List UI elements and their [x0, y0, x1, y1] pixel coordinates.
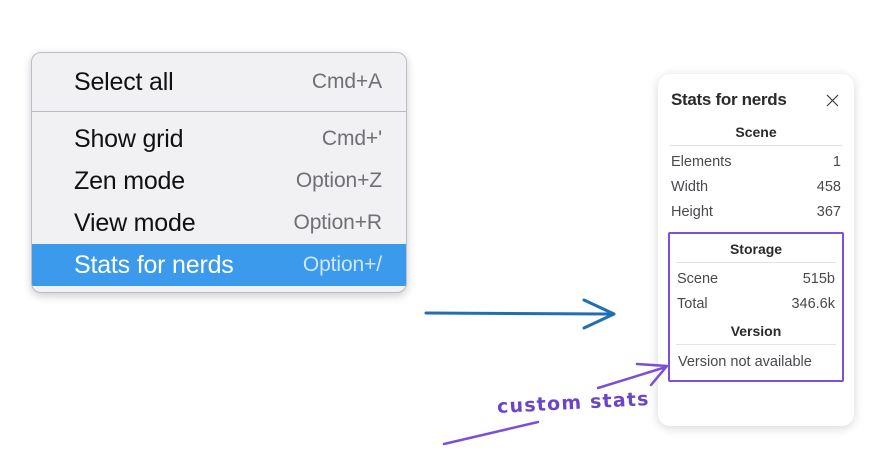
stats-panel-title: Stats for nerds — [671, 90, 787, 109]
storage-section: Storage Scene 515b Total 346.6k — [674, 235, 838, 317]
menu-item-show-grid[interactable]: Show grid Cmd+' — [32, 118, 406, 160]
menu-item-label: Stats for nerds — [74, 250, 234, 279]
menu-item-label: Select all — [74, 67, 174, 96]
blue-arrow — [424, 298, 616, 330]
scene-section: Scene Elements 1 Width 458 Height 367 — [668, 113, 844, 225]
stat-row-storage-total: Total 346.6k — [674, 292, 838, 317]
version-heading: Version — [730, 323, 782, 339]
storage-heading: Storage — [729, 241, 783, 257]
context-menu[interactable]: Select all Cmd+A Show grid Cmd+' Zen mod… — [31, 52, 407, 293]
annotation-label-custom-stats: custom stats — [496, 388, 651, 418]
close-icon[interactable] — [822, 90, 842, 110]
purple-underline-stroke — [442, 420, 540, 446]
menu-group-2: Show grid Cmd+' Zen mode Option+Z View m… — [32, 112, 406, 292]
menu-item-shortcut: Option+Z — [295, 169, 382, 192]
stat-value: 458 — [816, 179, 841, 195]
custom-stats-region: Storage Scene 515b Total 346.6k Version … — [668, 232, 844, 382]
version-note: Version not available — [678, 354, 812, 370]
stat-row-elements: Elements 1 — [668, 150, 844, 175]
stat-row-width: Width 458 — [668, 175, 844, 200]
menu-item-view-mode[interactable]: View mode Option+R — [32, 202, 406, 244]
stats-panel-header: Stats for nerds — [668, 84, 844, 113]
menu-divider — [32, 111, 406, 112]
menu-group-1: Select all Cmd+A — [32, 53, 406, 111]
divider — [676, 344, 836, 345]
menu-item-label: Show grid — [74, 124, 184, 153]
menu-item-stats-for-nerds[interactable]: Stats for nerds Option+/ — [32, 244, 406, 286]
menu-item-shortcut: Cmd+' — [321, 127, 382, 150]
menu-item-shortcut: Option+R — [293, 211, 382, 234]
version-section: Version Version not available — [674, 317, 838, 376]
stat-label: Elements — [671, 154, 732, 170]
menu-item-label: Zen mode — [74, 166, 185, 195]
stat-value: 1 — [832, 154, 841, 170]
stat-label: Total — [677, 296, 708, 312]
stat-value: 367 — [816, 204, 841, 220]
divider — [676, 262, 836, 263]
stat-value: 515b — [802, 271, 835, 287]
menu-item-zen-mode[interactable]: Zen mode Option+Z — [32, 160, 406, 202]
stat-row-height: Height 367 — [668, 200, 844, 225]
stat-label: Width — [671, 179, 709, 195]
scene-heading: Scene — [735, 124, 777, 140]
stat-label: Scene — [677, 271, 719, 287]
menu-item-shortcut: Option+/ — [302, 253, 382, 276]
menu-item-label: View mode — [74, 208, 196, 237]
divider — [670, 145, 842, 146]
stats-for-nerds-panel: Stats for nerds Scene Elements 1 Width 4… — [658, 74, 854, 426]
stat-value: 346.6k — [791, 296, 835, 312]
stat-row-storage-scene: Scene 515b — [674, 267, 838, 292]
menu-item-select-all[interactable]: Select all Cmd+A — [32, 61, 406, 103]
stat-label: Height — [671, 204, 713, 220]
menu-item-shortcut: Cmd+A — [311, 70, 382, 93]
